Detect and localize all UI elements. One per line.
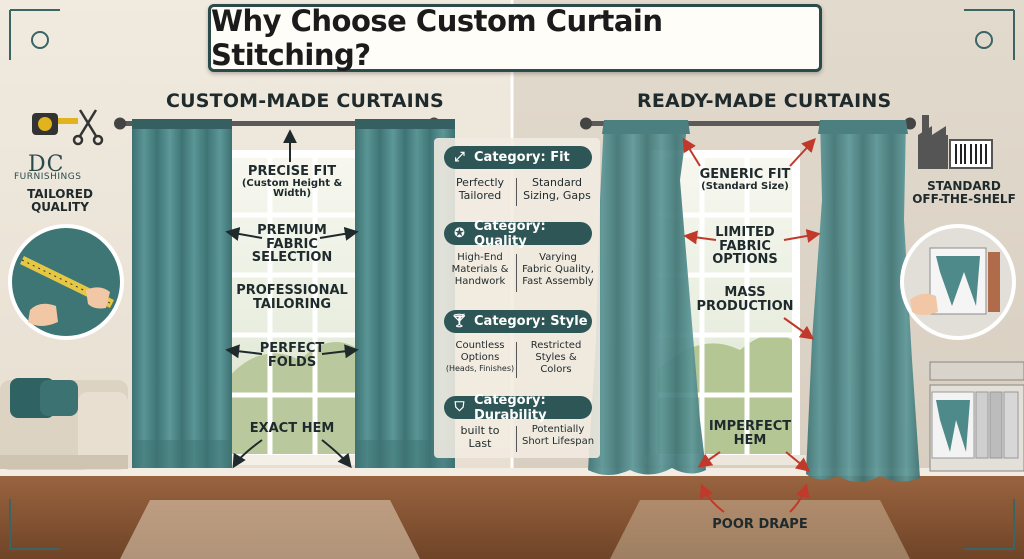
label-perfect-folds: PERFECT FOLDS <box>259 341 325 370</box>
award-badge-icon: ✪ <box>454 226 465 241</box>
arrow-premium-right <box>319 226 359 241</box>
arrow-folds-left <box>225 344 263 359</box>
left-window <box>212 150 374 465</box>
style-custom: Countless Options (Heads, Finishes) <box>445 340 515 373</box>
quality-ready: Varying Fabric Quality, Fast Assembly <box>522 252 594 287</box>
category-pill-durability: ⛉ Category: Durability <box>444 393 592 423</box>
packaged-curtain-icon <box>900 224 1016 340</box>
arrow-generic-right <box>789 137 816 167</box>
arrow-mass <box>783 317 815 340</box>
arrow-generic-left <box>682 137 701 167</box>
tape-measure-icon <box>32 113 78 135</box>
comparison-panel-bg <box>434 138 600 458</box>
logo-name: FURNISHINGS <box>14 172 82 182</box>
title-box: Why Choose Custom Curtain Stitching? <box>208 4 822 72</box>
shelf-with-packages <box>929 361 1024 472</box>
sofa <box>0 378 128 470</box>
fit-ready: Standard Sizing, Gaps <box>523 176 591 203</box>
label-professional-tailoring: PROFESSIONAL TAILORING <box>236 283 348 312</box>
category-pill-quality: ✪ Category: Quality <box>444 219 592 249</box>
durability-ready: Potentially Short Lifespan <box>521 424 595 447</box>
fit-separator <box>516 178 517 206</box>
style-ready: Restricted Styles & Colors <box>530 340 582 375</box>
durability-separator <box>516 426 517 452</box>
readymade-heading: READY-MADE CURTAINS <box>637 90 892 112</box>
readymade-arrows <box>682 137 821 513</box>
arrow-hem-left <box>232 439 263 469</box>
logo-tagline: TAILORED QUALITY <box>27 187 93 214</box>
arrow-folds-right <box>321 344 359 359</box>
cocktail-icon: 🍸︎ <box>451 314 468 329</box>
scissors-icon <box>72 109 104 146</box>
quality-separator <box>516 254 517 292</box>
shield-check-icon: ⛉ <box>454 400 465 415</box>
category-pill-fit: ⤢ Category: Fit <box>444 146 592 169</box>
factory-icon <box>918 115 993 169</box>
arrow-premium-left <box>225 227 263 241</box>
logo-initials: DC <box>28 152 65 177</box>
page-title: Why Choose Custom Curtain Stitching? <box>211 4 663 72</box>
sunlight-left <box>120 500 420 559</box>
sunlight-right <box>610 500 910 559</box>
label-generic-fit: GENERIC FIT (Standard Size) <box>699 167 791 192</box>
label-exact-hem: EXACT HEM <box>249 421 335 436</box>
left-ready-curtain <box>588 120 706 475</box>
arrow-drape-right <box>789 483 810 513</box>
label-limited-fabric: LIMITED FABRIC OPTIONS <box>712 225 778 268</box>
durability-custom: built to Last <box>460 424 500 451</box>
arrow-hem-right <box>321 439 352 469</box>
fit-custom: Perfectly Tailored <box>455 176 505 203</box>
measuring-hands-icon <box>8 224 124 340</box>
left-custom-curtain <box>132 119 232 468</box>
expand-icon: ⤢ <box>454 150 465 165</box>
baseboard <box>0 468 1024 476</box>
right-ready-curtain <box>806 120 920 482</box>
arrow-limited-left <box>683 230 717 245</box>
custom-arrows <box>225 129 359 469</box>
arrow-limited-right <box>783 229 821 243</box>
arrow-hem-right-r <box>785 451 811 472</box>
standard-badge: STANDARD OFF-THE-SHELF <box>912 179 1016 206</box>
category-pill-style: 🍸︎ Category: Style <box>444 310 592 333</box>
arrow-hem-left-r <box>697 451 721 468</box>
style-separator <box>516 342 517 378</box>
quality-custom: High-End Materials & Handwork <box>451 252 509 287</box>
custom-heading: CUSTOM-MADE CURTAINS <box>166 90 444 112</box>
arrow-drape-left <box>699 483 725 513</box>
label-precise-fit: PRECISE FIT (Custom Height & Width) <box>241 164 343 200</box>
label-premium-fabric: PREMIUM FABRIC SELECTION <box>251 223 333 266</box>
label-imperfect-hem: IMPERFECT HEM <box>708 419 792 448</box>
label-poor-drape: POOR DRAPE <box>712 517 808 532</box>
label-mass-production: MASS PRODUCTION <box>696 285 794 314</box>
corner-flourishes <box>9 9 1015 550</box>
